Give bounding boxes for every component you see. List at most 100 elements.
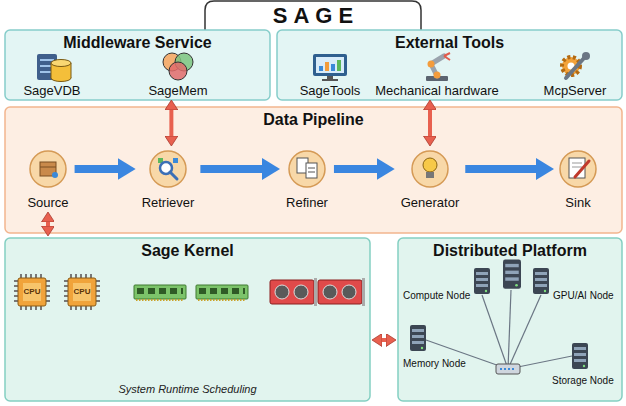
diagram-title: SAGE	[205, 3, 421, 29]
cpu-chip	[68, 278, 96, 306]
panel-background	[5, 107, 622, 233]
title-holder: SAGE	[205, 3, 421, 29]
chip-label: CPU	[67, 287, 97, 297]
component-label: SageVDB	[23, 83, 80, 98]
cpu-chip	[20, 274, 44, 278]
platform-node: Storage Node	[552, 375, 614, 387]
source-icon	[40, 167, 56, 168]
component-label: McpServer	[544, 83, 607, 98]
component-label: Refiner	[286, 195, 328, 210]
monitor-icon	[327, 76, 333, 79]
component-node: Source	[23, 148, 72, 210]
database-icon	[51, 60, 71, 67]
component-node: Generator	[397, 148, 464, 210]
source-icon	[52, 172, 58, 178]
ram-module	[137, 288, 183, 294]
refiner-icon	[308, 172, 315, 173]
component-node: SageTools	[296, 48, 365, 98]
database-icon	[71, 63, 72, 78]
cpu-chip	[14, 280, 18, 304]
cpu-chip	[18, 278, 46, 306]
gpu-card	[270, 280, 314, 304]
network-wires	[426, 290, 572, 369]
network-switch	[496, 364, 520, 374]
server-icons	[410, 325, 426, 351]
platform-label: Compute Node	[403, 290, 470, 302]
chip-label: CPU	[17, 287, 47, 297]
refiner-icon	[306, 163, 317, 178]
group-panel: Middleware ServiceSageVDB SageMem	[5, 30, 270, 100]
platform-label: Storage Node	[552, 375, 614, 387]
memory-venn-icon	[169, 62, 187, 80]
database-icon	[51, 63, 52, 78]
gpu-card	[314, 278, 317, 306]
cpu-chip	[66, 276, 98, 308]
gpu-card	[318, 278, 365, 306]
component-node: Mechanical hardware	[371, 48, 503, 98]
gpu-card	[323, 285, 337, 299]
label-holder: CPU	[67, 287, 97, 297]
pipeline-stage-icons	[150, 151, 186, 187]
panel-heading: External Tools	[277, 33, 622, 52]
panel-heading: Middleware Service	[5, 33, 270, 52]
server-icons	[503, 259, 521, 288]
robot-arm-icon	[426, 53, 450, 81]
network-wires	[482, 295, 508, 369]
monitor-icon	[322, 79, 338, 81]
monitor-icon	[325, 62, 329, 71]
sink-icon	[575, 161, 589, 177]
ram-module	[134, 285, 186, 300]
panel-background	[5, 238, 370, 401]
flow-arrow	[465, 165, 538, 173]
panel-background	[398, 238, 622, 401]
ram-module	[134, 285, 186, 299]
gpu-card	[342, 285, 356, 299]
gear-wrench-icon	[566, 57, 585, 78]
monitor-icon	[319, 66, 323, 71]
generator-icon	[423, 158, 437, 178]
monitor-icon	[331, 64, 335, 71]
component-node: Refiner	[282, 148, 332, 210]
flow-arrow	[200, 165, 264, 173]
server-icons	[410, 259, 588, 369]
generator-icon	[426, 172, 434, 178]
robot-arm-icon	[444, 53, 450, 60]
link-arrow	[169, 109, 173, 137]
retriever-icon	[170, 172, 177, 179]
server-icons	[572, 343, 588, 369]
group-panel: Sage KernelSystem Runtime Scheduling	[5, 238, 370, 401]
cpu-chip	[70, 274, 94, 278]
panel-heading: Distributed Platform	[398, 241, 622, 260]
gpu-card	[275, 285, 289, 299]
generator-icon	[423, 158, 437, 172]
gpu-card	[318, 280, 362, 304]
gpu-card	[270, 278, 317, 306]
server-icons	[474, 268, 490, 294]
server-icons	[533, 268, 549, 294]
platform-node: Compute Node	[403, 290, 470, 302]
robot-arm-icon	[434, 72, 441, 79]
monitor-icon	[313, 54, 347, 76]
panel-background	[5, 30, 270, 100]
component-label: SageTools	[300, 83, 361, 98]
pipeline-stage-icons	[30, 151, 66, 187]
ram-module	[196, 285, 248, 299]
platform-label: GPU/AI Node	[553, 290, 614, 302]
pipeline-stage-icons	[560, 151, 596, 187]
monitor-icon	[337, 60, 341, 71]
component-node: Retriever	[138, 148, 199, 210]
ram-module	[198, 299, 246, 301]
component-label: SageMem	[148, 83, 207, 98]
sink-icon	[572, 167, 582, 168]
network-wires	[508, 295, 541, 369]
robot-arm-icon	[428, 61, 435, 68]
component-label: Sink	[565, 195, 590, 210]
pipeline-stage-icons	[30, 151, 596, 187]
platform-node: GPU/AI Node	[553, 290, 614, 302]
panel-heading: Sage Kernel	[5, 241, 370, 260]
network-switch	[500, 368, 516, 370]
cpu-chip	[64, 280, 68, 304]
monitor-icon	[313, 54, 347, 81]
